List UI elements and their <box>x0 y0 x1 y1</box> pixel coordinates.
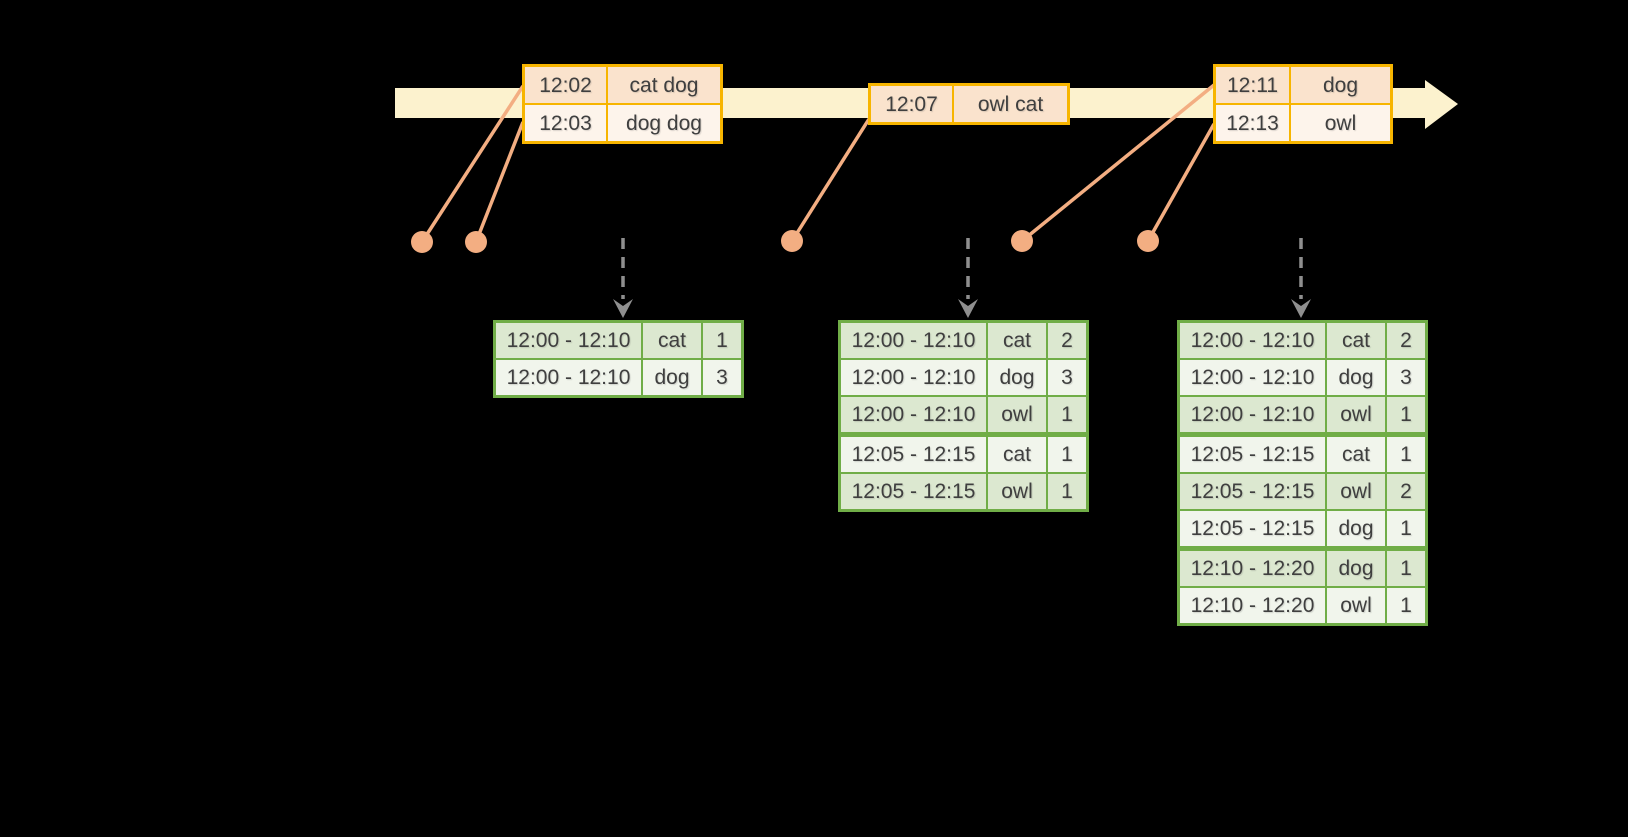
result-word-cell: owl <box>986 472 1048 512</box>
table-row: 12:00 - 12:10 owl 1 <box>838 395 1089 436</box>
event-time-cell: 12:07 <box>868 83 954 125</box>
table-row: 12:05 - 12:15 cat 1 <box>838 432 1089 474</box>
event-time-cell: 12:13 <box>1213 103 1291 144</box>
result-table-3: 12:00 - 12:10 cat 2 12:00 - 12:10 dog 3 … <box>1177 320 1428 626</box>
table-row: 12:02 cat dog <box>522 64 723 105</box>
table-row: 12:07 owl cat <box>868 83 1070 125</box>
trigger-arrow <box>613 238 633 318</box>
event-dot <box>1011 230 1033 252</box>
result-window-cell: 12:10 - 12:20 <box>1177 546 1327 588</box>
table-row: 12:00 - 12:10 cat 2 <box>1177 320 1428 360</box>
result-count-cell: 1 <box>1385 509 1428 550</box>
table-row: 12:00 - 12:10 dog 3 <box>493 358 744 398</box>
result-window-cell: 12:00 - 12:10 <box>1177 395 1327 436</box>
result-count-cell: 3 <box>1046 358 1089 397</box>
result-word-cell: dog <box>1325 509 1387 550</box>
table-row: 12:05 - 12:15 owl 1 <box>838 472 1089 512</box>
table-row: 12:00 - 12:10 dog 3 <box>1177 358 1428 397</box>
result-window-cell: 12:10 - 12:20 <box>1177 586 1327 626</box>
event-dot <box>465 231 487 253</box>
result-window-cell: 12:05 - 12:15 <box>1177 472 1327 511</box>
result-window-cell: 12:05 - 12:15 <box>838 472 988 512</box>
result-word-cell: cat <box>1325 432 1387 474</box>
result-word-cell: owl <box>986 395 1048 436</box>
event-words-cell: owl <box>1289 103 1393 144</box>
result-window-cell: 12:00 - 12:10 <box>1177 358 1327 397</box>
table-row: 12:00 - 12:10 dog 3 <box>838 358 1089 397</box>
event-words-cell: cat dog <box>606 64 723 105</box>
event-words-cell: dog <box>1289 64 1393 105</box>
result-word-cell: owl <box>1325 395 1387 436</box>
result-table-1: 12:00 - 12:10 cat 1 12:00 - 12:10 dog 3 <box>493 320 744 398</box>
result-count-cell: 2 <box>1385 472 1428 511</box>
result-count-cell: 1 <box>1385 432 1428 474</box>
table-row: 12:05 - 12:15 owl 2 <box>1177 472 1428 511</box>
event-time-cell: 12:02 <box>522 64 608 105</box>
result-count-cell: 1 <box>1046 432 1089 474</box>
event-dot <box>781 230 803 252</box>
event-words-cell: owl cat <box>952 83 1070 125</box>
result-count-cell: 2 <box>1046 320 1089 360</box>
result-window-cell: 12:00 - 12:10 <box>493 320 643 360</box>
result-window-cell: 12:05 - 12:15 <box>838 432 988 474</box>
table-row: 12:10 - 12:20 dog 1 <box>1177 546 1428 588</box>
table-row: 12:11 dog <box>1213 64 1393 105</box>
result-count-cell: 2 <box>1385 320 1428 360</box>
table-row: 12:00 - 12:10 owl 1 <box>1177 395 1428 436</box>
event-connector-line <box>474 121 525 243</box>
event-words-cell: dog dog <box>606 103 723 144</box>
table-row: 12:10 - 12:20 owl 1 <box>1177 586 1428 626</box>
event-connector-line <box>790 118 871 242</box>
result-word-cell: owl <box>1325 586 1387 626</box>
result-word-cell: dog <box>1325 546 1387 588</box>
result-count-cell: 1 <box>701 320 744 360</box>
result-count-cell: 3 <box>1385 358 1428 397</box>
result-word-cell: dog <box>986 358 1048 397</box>
event-table-2: 12:07 owl cat <box>868 83 1070 125</box>
trigger-arrow <box>958 238 978 318</box>
result-window-cell: 12:00 - 12:10 <box>1177 320 1327 360</box>
result-word-cell: cat <box>986 320 1048 360</box>
event-time-cell: 12:03 <box>522 103 608 144</box>
result-window-cell: 12:00 - 12:10 <box>838 320 988 360</box>
result-word-cell: cat <box>1325 320 1387 360</box>
result-window-cell: 12:05 - 12:15 <box>1177 509 1327 550</box>
result-table-2: 12:00 - 12:10 cat 2 12:00 - 12:10 dog 3 … <box>838 320 1089 512</box>
result-count-cell: 3 <box>701 358 744 398</box>
result-count-cell: 1 <box>1385 546 1428 588</box>
event-dot <box>411 231 433 253</box>
event-connector-line <box>1020 83 1216 243</box>
table-row: 12:05 - 12:15 dog 1 <box>1177 509 1428 550</box>
result-window-cell: 12:00 - 12:10 <box>493 358 643 398</box>
result-count-cell: 1 <box>1385 395 1428 436</box>
event-connector-line <box>420 85 525 243</box>
result-count-cell: 1 <box>1046 472 1089 512</box>
table-row: 12:00 - 12:10 cat 2 <box>838 320 1089 360</box>
result-count-cell: 1 <box>1046 395 1089 436</box>
result-window-cell: 12:05 - 12:15 <box>1177 432 1327 474</box>
result-word-cell: cat <box>641 320 703 360</box>
result-word-cell: dog <box>1325 358 1387 397</box>
trigger-arrow <box>1291 238 1311 318</box>
event-dot <box>1137 230 1159 252</box>
event-table-3: 12:11 dog 12:13 owl <box>1213 64 1393 144</box>
event-time-cell: 12:11 <box>1213 64 1291 105</box>
table-row: 12:03 dog dog <box>522 103 723 144</box>
result-word-cell: cat <box>986 432 1048 474</box>
table-row: 12:05 - 12:15 cat 1 <box>1177 432 1428 474</box>
table-row: 12:00 - 12:10 cat 1 <box>493 320 744 360</box>
result-window-cell: 12:00 - 12:10 <box>838 395 988 436</box>
result-count-cell: 1 <box>1385 586 1428 626</box>
table-row: 12:13 owl <box>1213 103 1393 144</box>
result-word-cell: owl <box>1325 472 1387 511</box>
result-window-cell: 12:00 - 12:10 <box>838 358 988 397</box>
event-connector-line <box>1146 123 1216 242</box>
result-word-cell: dog <box>641 358 703 398</box>
event-table-1: 12:02 cat dog 12:03 dog dog <box>522 64 723 144</box>
